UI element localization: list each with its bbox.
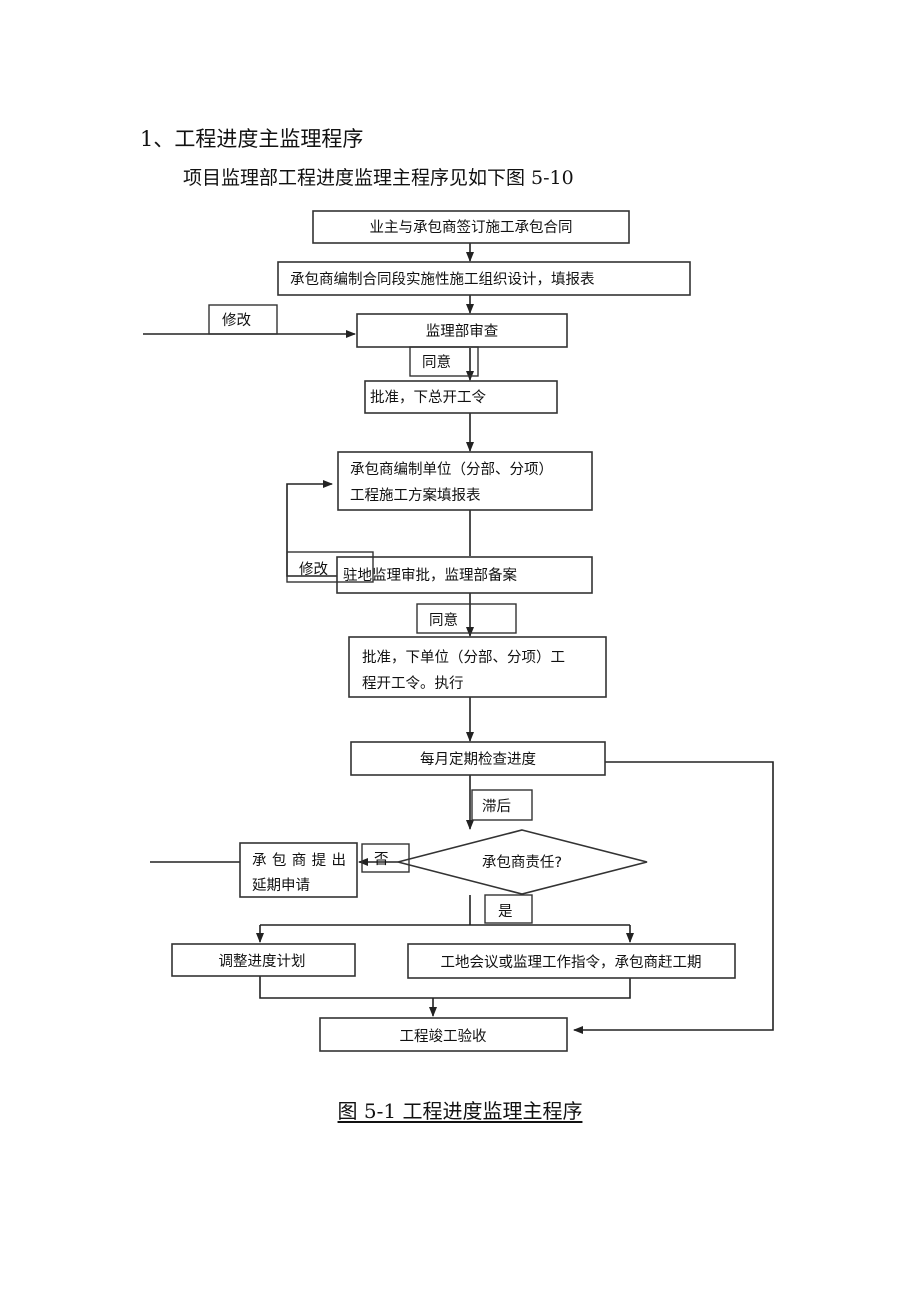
- revise-tag-1: [208, 304, 278, 335]
- yes-tag: [484, 894, 533, 924]
- unit-plan-text-1: 承包商编制单位（分部、分项）: [350, 461, 553, 478]
- sign-contract-text: 业主与承包商签订施工承包合同: [370, 219, 573, 236]
- no-tag: [361, 843, 410, 873]
- dept-review-text: 监理部审查: [426, 323, 499, 340]
- extension-text-1: 承包商提出: [252, 852, 346, 869]
- extension-box: [239, 842, 358, 898]
- site-meeting-box: [407, 943, 736, 979]
- adjust-plan-text: 调整进度计划: [219, 953, 306, 970]
- acceptance-text: 工程竣工验收: [400, 1028, 487, 1045]
- sign-contract-box: [312, 210, 630, 244]
- monthly-check-text: 每月定期检查进度: [420, 751, 536, 768]
- dept-review-box: [356, 313, 568, 348]
- delayed-tag: [471, 789, 533, 821]
- acceptance-box: [319, 1017, 568, 1052]
- agree-tag-2: [416, 603, 517, 634]
- intro-text: 项目监理部工程进度监理主程序见如下图 5-10: [183, 167, 574, 189]
- monthly-check-box: [350, 741, 606, 776]
- responsibility-diamond: [397, 829, 648, 895]
- figure-caption: 图 5-1 工程进度监理主程序: [0, 1095, 920, 1124]
- agree-label-2: 同意: [429, 611, 458, 629]
- adjust-plan-box: [171, 943, 356, 977]
- responsibility-text: 承包商责任?: [482, 854, 562, 871]
- connectors: [143, 243, 774, 1034]
- unit-start-text-2: 程开工令。执行: [362, 675, 464, 692]
- approve-start-text: 批准，下总开工令: [370, 389, 486, 406]
- unit-start-text-1: 批准，下单位（分部、分项）工: [362, 649, 565, 666]
- agree-label-1: 同意: [422, 353, 451, 371]
- revise-tag-2: [286, 551, 374, 583]
- unit-start-box: [348, 636, 607, 698]
- site-approve-box: [336, 556, 593, 594]
- revise-label-1: 修改: [222, 312, 251, 329]
- site-approve-text: 驻地监理审批，监理部备案: [343, 566, 517, 584]
- unit-plan-box: [337, 451, 593, 511]
- compile-design-text: 承包商编制合同段实施性施工组织设计，填报表: [290, 271, 595, 288]
- yes-label: 是: [498, 904, 513, 920]
- no-label: 否: [374, 852, 389, 868]
- agree-tag-1: [409, 346, 479, 377]
- compile-design-box: [277, 261, 691, 296]
- section-heading: 1、工程进度主监理程序: [140, 127, 364, 151]
- site-meeting-text: 工地会议或监理工作指令，承包商赶工期: [441, 954, 702, 971]
- approve-start-box: [364, 380, 558, 414]
- revise-label-2: 修改: [299, 561, 328, 578]
- unit-plan-text-2: 工程施工方案填报表: [350, 486, 481, 504]
- figure-caption-text: 图 5-1 工程进度监理主程序: [337, 1099, 583, 1123]
- extension-text-2: 延期申请: [252, 877, 310, 894]
- delayed-label: 滞后: [482, 798, 511, 815]
